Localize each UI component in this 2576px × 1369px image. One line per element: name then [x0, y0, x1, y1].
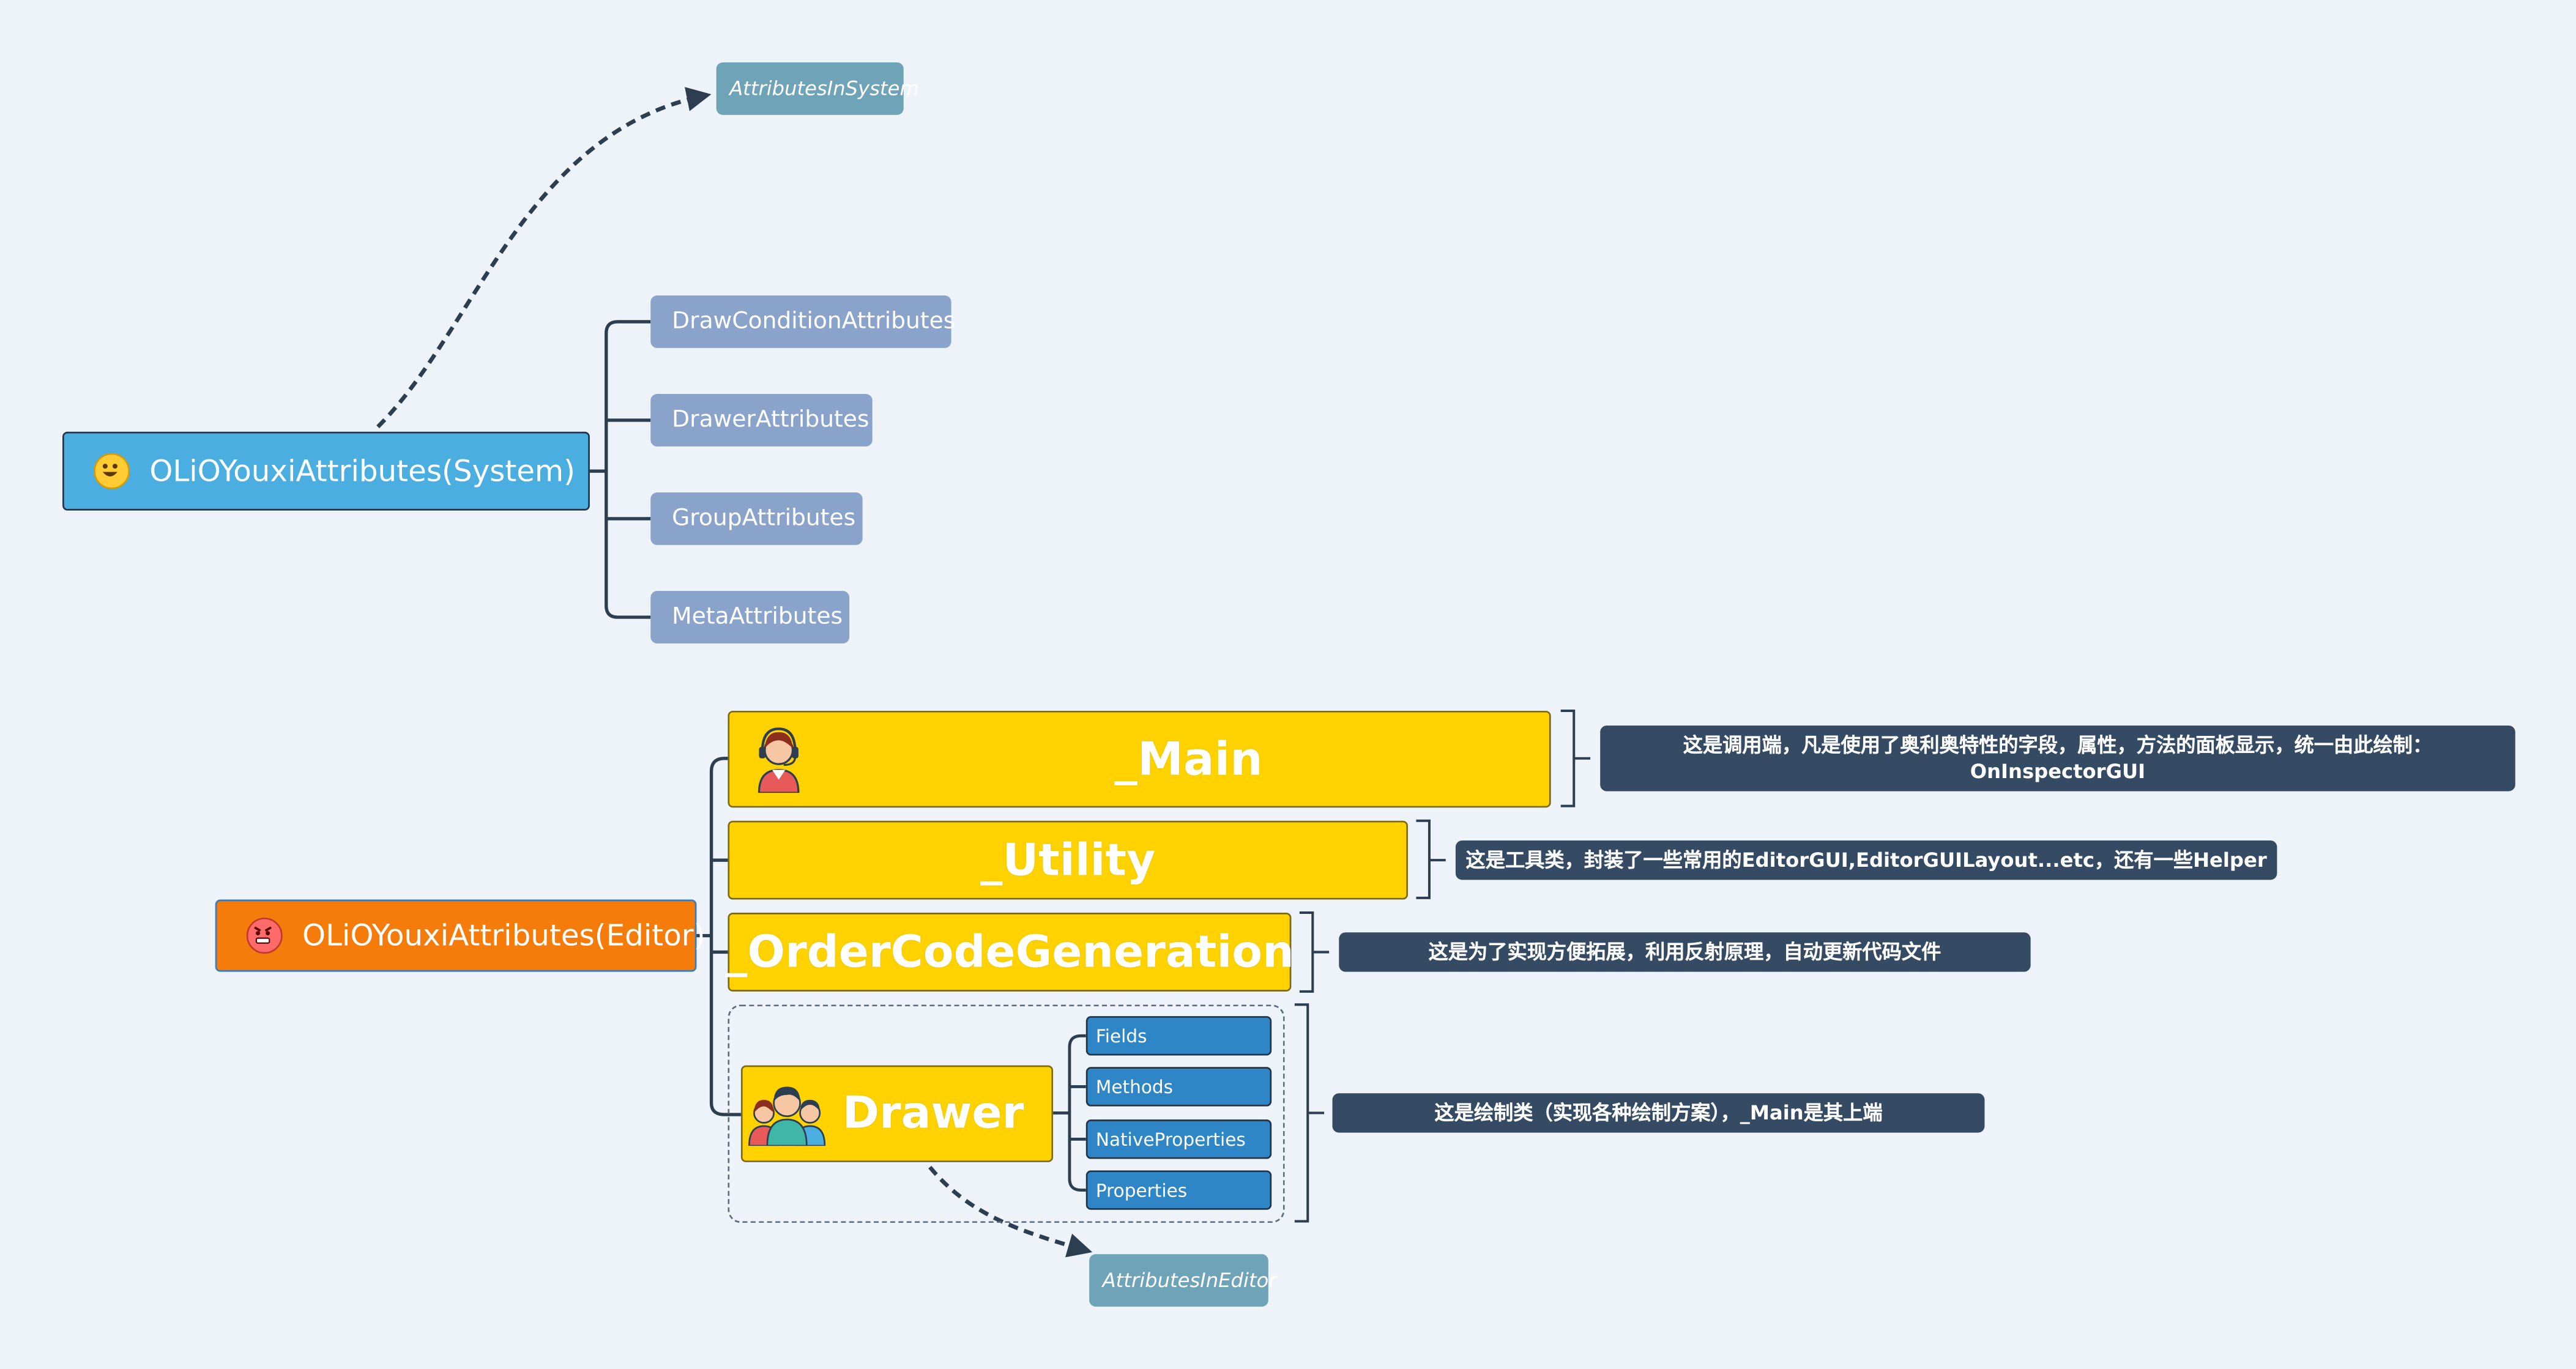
utility-summary-note[interactable]: 这是工具类，封装了一些常用的EditorGUI,EditorGUILayout.…: [1455, 840, 2277, 880]
editor-branch-line: [696, 757, 741, 1116]
utility-topic[interactable]: _Utility: [728, 820, 1409, 900]
subtopic-label: GroupAttributes: [672, 505, 856, 532]
ordercode-bracket: [1299, 911, 1330, 993]
system-reference-label: AttributesInSystem: [729, 77, 919, 100]
main-label: _Main: [1114, 732, 1263, 787]
main-topic[interactable]: _Main: [728, 710, 1551, 808]
leaf-label: NativeProperties: [1095, 1128, 1246, 1150]
subtopic-meta-attributes[interactable]: MetaAttributes: [650, 591, 850, 644]
subtopic-label: DrawConditionAttributes: [672, 308, 956, 335]
subtopic-label: DrawerAttributes: [672, 407, 869, 434]
drawer-bracket: [1294, 1003, 1325, 1223]
subtopic-draw-condition[interactable]: DrawConditionAttributes: [650, 295, 955, 348]
utility-label: _Utility: [980, 834, 1156, 886]
drawer-label: Drawer: [842, 1088, 1024, 1140]
drawer-leaf-native-properties[interactable]: NativeProperties: [1085, 1119, 1272, 1159]
ordercode-topic[interactable]: _OrderCodeGeneration: [725, 913, 1294, 992]
editor-reference-topic[interactable]: AttributesInEditor: [1089, 1254, 1277, 1307]
leaf-label: Properties: [1095, 1179, 1188, 1201]
ordercode-note-text: 这是为了实现方便拓展，利用反射原理，自动更新代码文件: [1428, 940, 1941, 964]
system-root-label: OLiOYouxiAttributes(System): [149, 453, 576, 489]
leaf-label: Fields: [1095, 1025, 1147, 1047]
editor-reference-label: AttributesInEditor: [1102, 1269, 1277, 1292]
drawer-branch-line: [1053, 1034, 1086, 1192]
editor-reference-arrow: [928, 1165, 1093, 1258]
editor-root-label: OLiOYouxiAttributes(Editor): [302, 918, 705, 953]
subtopic-group-attributes[interactable]: GroupAttributes: [650, 492, 863, 545]
editor-root-topic[interactable]: OLiOYouxiAttributes(Editor): [215, 899, 705, 972]
subtopic-label: MetaAttributes: [672, 604, 843, 631]
system-reference-arrow: [376, 87, 712, 429]
subtopic-drawer-attributes[interactable]: DrawerAttributes: [650, 394, 873, 447]
drawer-note-text: 这是绘制类（实现各种绘制方案），_Main是其上端: [1434, 1101, 1883, 1125]
system-root-topic[interactable]: OLiOYouxiAttributes(System): [62, 431, 590, 511]
main-bracket: [1560, 709, 1591, 807]
drawer-leaf-properties[interactable]: Properties: [1085, 1170, 1272, 1210]
drawer-boundary: [728, 1004, 1285, 1223]
angry-face-icon: [246, 918, 283, 954]
smiling-face-icon: [94, 453, 130, 489]
utility-bracket: [1416, 819, 1446, 899]
system-reference-topic[interactable]: AttributesInSystem: [716, 62, 919, 115]
ordercode-summary-note[interactable]: 这是为了实现方便拓展，利用反射原理，自动更新代码文件: [1339, 932, 2031, 972]
main-summary-note[interactable]: 这是调用端，凡是使用了奥利奥特性的字段，属性，方法的面板显示，统一由此绘制：On…: [1600, 725, 2515, 792]
drawer-leaf-fields[interactable]: Fields: [1085, 1016, 1272, 1056]
people-group-icon: [748, 1086, 826, 1146]
drawer-leaf-methods[interactable]: Methods: [1085, 1067, 1272, 1107]
ordercode-label: _OrderCodeGeneration: [725, 926, 1294, 978]
leaf-label: Methods: [1095, 1076, 1174, 1097]
utility-note-text: 这是工具类，封装了一些常用的EditorGUI,EditorGUILayout.…: [1465, 848, 2267, 872]
system-branch-line: [589, 320, 651, 619]
main-note-text: 这是调用端，凡是使用了奥利奥特性的字段，属性，方法的面板显示，统一由此绘制：On…: [1683, 733, 2433, 784]
drawer-summary-note[interactable]: 这是绘制类（实现各种绘制方案），_Main是其上端: [1332, 1093, 1985, 1133]
headset-support-person-icon: [758, 727, 800, 793]
